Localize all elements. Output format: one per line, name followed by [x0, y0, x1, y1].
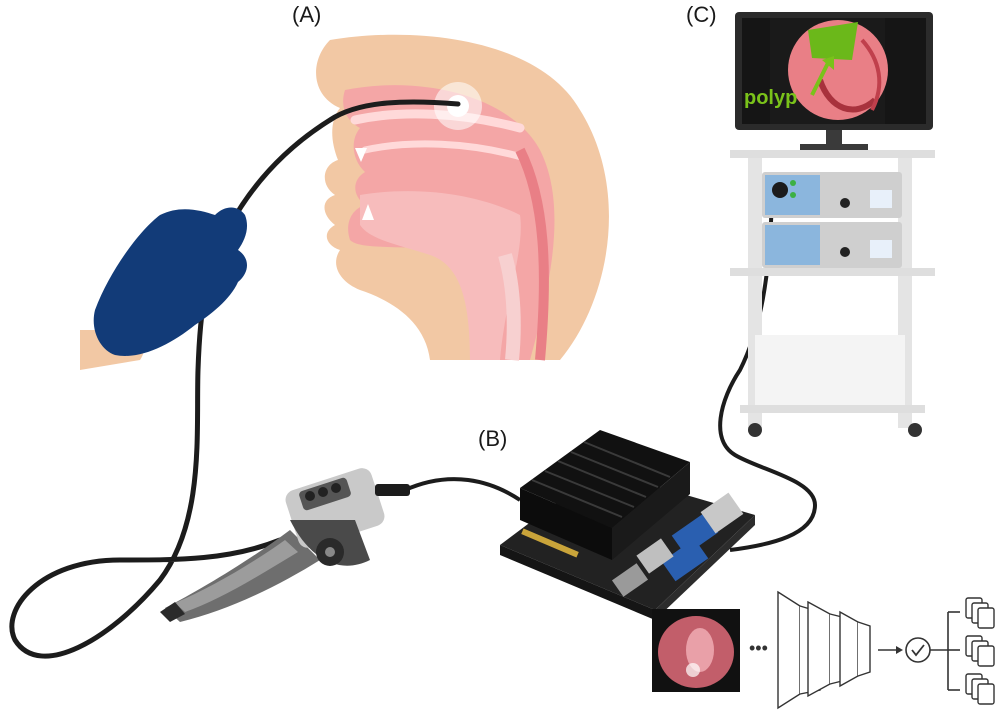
pharynx-wall: [515, 147, 549, 361]
teeth-upper: [355, 148, 367, 162]
neural-network-icon: [777, 590, 871, 710]
tongue: [360, 191, 521, 360]
head-cross-section: [316, 34, 609, 361]
monitor-icon: polyp: [735, 12, 933, 150]
ellipsis-icon: •••: [749, 638, 768, 658]
check-circle-icon: [905, 637, 931, 663]
polyp-arrow: [810, 62, 830, 96]
teeth-lower: [362, 204, 374, 220]
panel-label-a: (A): [292, 2, 321, 27]
airway: [498, 253, 521, 361]
branch-connector: [930, 611, 960, 691]
endoscope-insertion-tube: [9, 99, 461, 659]
polyp-label: polyp: [744, 87, 797, 109]
handle-to-board-cable: [404, 477, 522, 502]
panel-label-c: (C): [686, 2, 717, 27]
endoscopic-fold: [817, 78, 878, 113]
endoscope-handle-icon: [160, 468, 410, 622]
document-stack-icon: [965, 597, 995, 705]
panel-label-b: (B): [478, 426, 507, 451]
cart-icon: [730, 150, 935, 437]
hand-glove-icon: [80, 207, 248, 370]
polyp-arrowhead: [822, 56, 834, 70]
polyp-mask: [808, 22, 858, 60]
turbinate-middle: [361, 140, 529, 162]
flow-arrow-1-head: [896, 646, 903, 654]
endoscopic-fold-2: [860, 38, 882, 111]
jetson-board-icon: [500, 430, 755, 620]
ai-pipeline: •••: [652, 609, 768, 692]
turbinate-upper: [350, 109, 525, 133]
